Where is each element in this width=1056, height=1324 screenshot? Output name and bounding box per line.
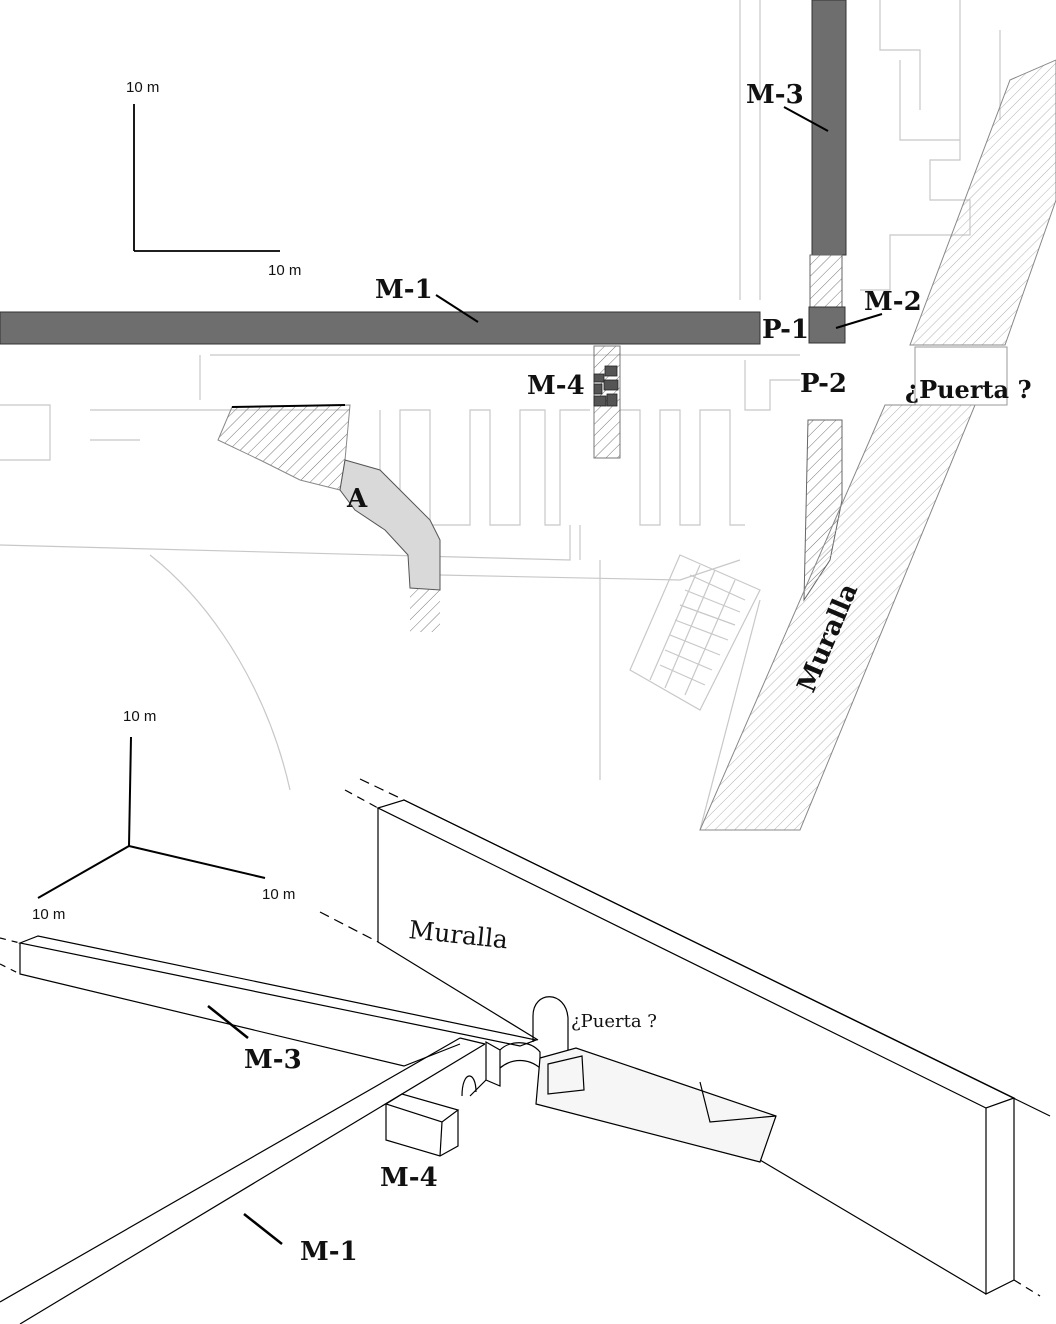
label-m3: M-3	[746, 80, 804, 110]
wall-m3-restored	[809, 254, 843, 308]
perspective-scale-left-label: 10 m	[32, 906, 65, 923]
wall-m3	[811, 0, 847, 256]
leader-m1-3d	[243, 1213, 283, 1245]
label-m4: M-4	[527, 371, 585, 401]
muralla-3d	[319, 778, 1051, 1297]
label-puerta-3d: ¿Puerta ?	[571, 1011, 657, 1032]
plan-view: 10 m 10 m	[0, 0, 1056, 831]
label-m2: M-2	[864, 287, 922, 317]
perspective-scale-up-label: 10 m	[123, 708, 156, 725]
label-a: A	[346, 484, 368, 514]
leader-m3	[783, 106, 829, 132]
label-m1-3d: M-1	[300, 1237, 358, 1267]
label-m4-3d: M-4	[380, 1163, 438, 1193]
label-puerta-plan: ¿Puerta ?	[905, 375, 1032, 404]
puerta-arch-3d	[532, 996, 569, 1052]
feature-a-hatched	[217, 404, 351, 491]
wall-m4-stones	[593, 365, 619, 407]
plan-scale-vertical-label: 10 m	[126, 79, 159, 96]
perspective-view: 10 m 10 m 10 m	[0, 708, 1051, 1324]
label-muralla-3d: Muralla	[407, 915, 509, 954]
wall-m4-3d	[384, 1093, 460, 1157]
label-m3-3d: M-3	[244, 1045, 302, 1075]
wall-m3-3d	[0, 935, 539, 1067]
label-p1: P-1	[762, 315, 809, 345]
background-building-outlines	[0, 0, 1001, 831]
wall-muralla	[909, 59, 1056, 346]
plan-scale-bar: 10 m 10 m	[126, 79, 301, 279]
perspective-scale-axes: 10 m 10 m 10 m	[32, 708, 295, 923]
feature-a-hatched-lower	[410, 588, 440, 632]
wall-m1	[0, 311, 761, 345]
plan-scale-horizontal-label: 10 m	[268, 262, 301, 279]
pillar-p1	[808, 306, 846, 344]
label-m1: M-1	[375, 275, 433, 305]
feature-a	[339, 459, 441, 591]
wall-m1-3d	[0, 1037, 486, 1324]
gate-structure-3d	[461, 1040, 541, 1097]
puerta-gap-plan	[914, 346, 1008, 406]
wall-extension-3d	[535, 1047, 777, 1163]
leader-m3-3d	[207, 1005, 249, 1039]
perspective-scale-right-label: 10 m	[262, 886, 295, 903]
leader-m1	[435, 294, 479, 323]
leader-m2	[835, 313, 883, 329]
label-p2: P-2	[800, 369, 847, 399]
